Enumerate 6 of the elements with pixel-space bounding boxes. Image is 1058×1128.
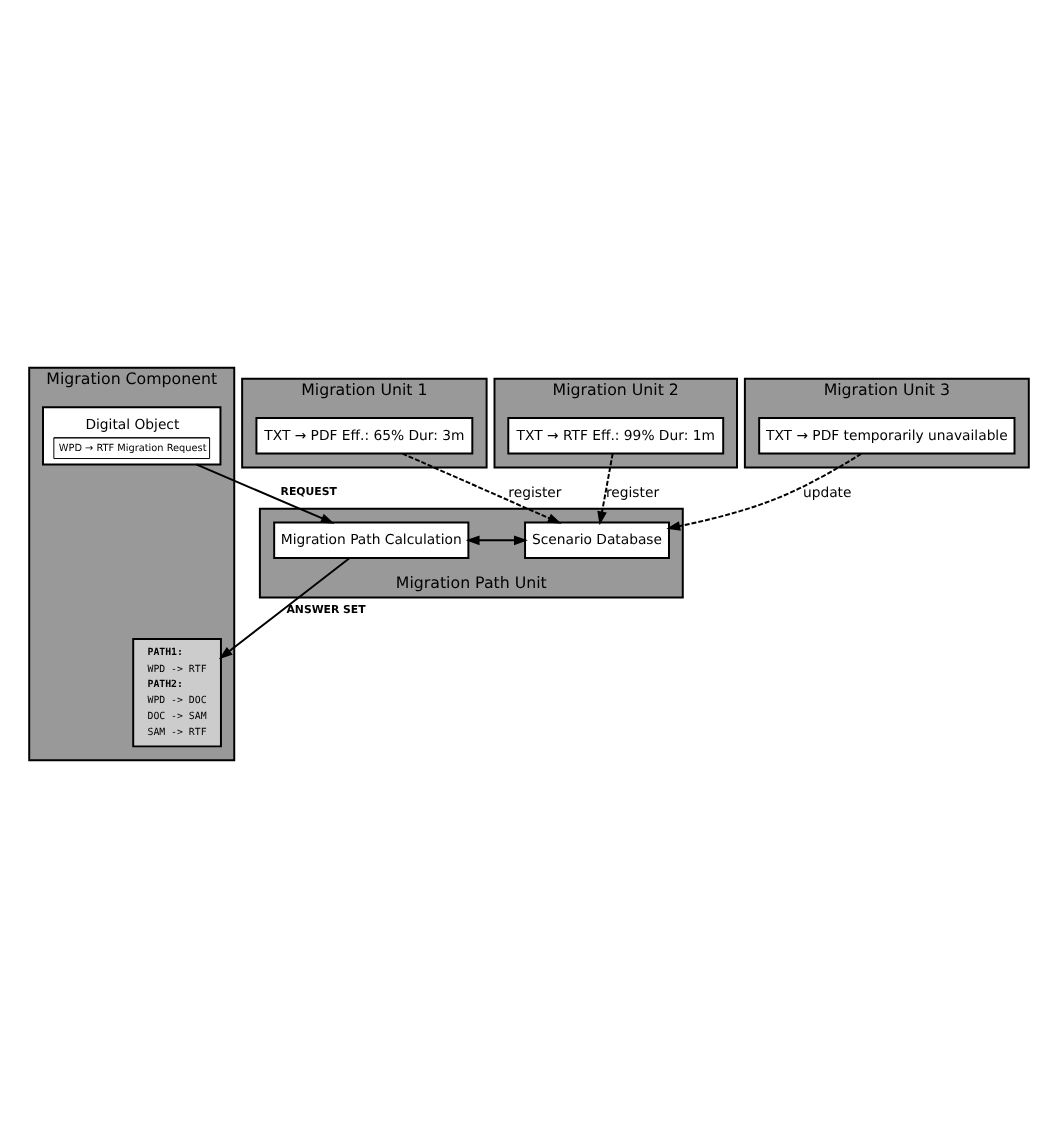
arrow xyxy=(195,463,335,524)
arrow xyxy=(597,452,614,526)
arrow xyxy=(465,535,528,546)
arrow xyxy=(666,452,863,531)
arrow xyxy=(218,557,351,660)
arrow xyxy=(401,452,562,524)
